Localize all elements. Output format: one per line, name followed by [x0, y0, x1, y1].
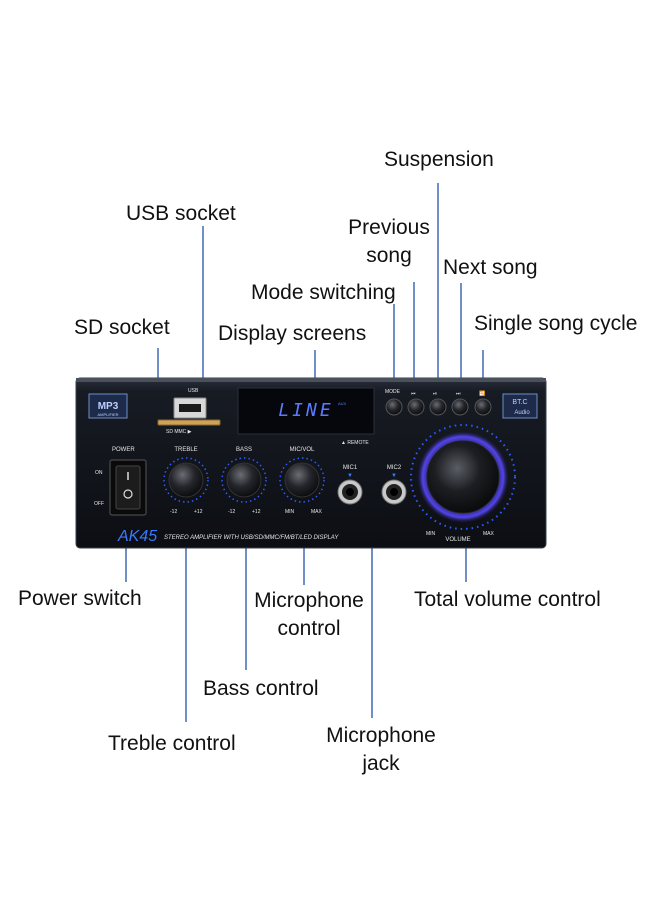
sd-label: SD MMC ▶ — [166, 429, 192, 435]
callout-suspension: Suspension — [384, 148, 494, 171]
model-label: AK45 — [117, 528, 157, 545]
callout-power-switch: Power switch — [18, 587, 142, 610]
treble-max-label: +12 — [194, 509, 203, 515]
display-aux: AUX — [338, 401, 347, 406]
micvol-label: MIC/VOL — [290, 447, 315, 453]
previous-button[interactable] — [407, 398, 425, 416]
sd-slot[interactable] — [157, 419, 221, 426]
next-button[interactable] — [451, 398, 469, 416]
mic2-jack[interactable] — [381, 479, 407, 505]
bass-min-label: -12 — [228, 509, 235, 515]
callout-total-volume-control: Total volume control — [414, 588, 601, 611]
bass-max-label: +12 — [252, 509, 261, 515]
mic1-jack[interactable] — [337, 479, 363, 505]
bt-badge-top: BT.C — [512, 399, 527, 406]
callout-microphone-jack: Microphone jack — [326, 724, 436, 775]
previous-icon: ⏮ — [411, 391, 416, 397]
on-label: ON — [95, 470, 103, 476]
mode-label: MODE — [385, 389, 401, 395]
display-text: LINE — [278, 400, 333, 421]
mic-min-label: MIN — [285, 509, 295, 515]
callout-previous-song: Previous song — [348, 216, 430, 267]
repeat-button[interactable] — [474, 398, 492, 416]
treble-min-label: -12 — [170, 509, 177, 515]
volume-min-label: MIN — [426, 531, 436, 537]
volume-max-label: MAX — [483, 531, 495, 537]
usb-label: USB — [188, 388, 199, 394]
callout-mode-switching: Mode switching — [251, 281, 396, 304]
mp3-badge-text: MP3 — [98, 401, 119, 412]
play-pause-button[interactable] — [429, 398, 447, 416]
repeat-icon: 🔁 — [479, 390, 485, 397]
callout-usb-socket: USB socket — [126, 202, 236, 225]
volume-label: VOLUME — [445, 537, 470, 543]
callout-treble-control: Treble control — [108, 732, 236, 755]
amplifier-badge-text: AMPLIFIER — [97, 412, 118, 417]
mic2-arrow-icon: ▼ — [391, 473, 397, 479]
bass-label: BASS — [236, 447, 252, 453]
play-pause-icon: ⏯ — [433, 391, 437, 397]
treble-label: TREBLE — [174, 447, 197, 453]
callout-display-screens: Display screens — [218, 322, 367, 345]
bt-audio-badge: BT.C Audio — [502, 393, 538, 419]
callout-next-song: Next song — [443, 256, 538, 279]
treble-knob[interactable] — [163, 457, 209, 503]
callout-bass-control: Bass control — [203, 677, 319, 700]
power-switch[interactable] — [109, 459, 147, 516]
callout-microphone-control: Microphone control — [254, 589, 364, 640]
mic-volume-knob[interactable] — [279, 457, 325, 503]
bt-badge-bottom: Audio — [514, 410, 530, 416]
callout-sd-socket: SD socket — [74, 316, 170, 339]
mode-button[interactable] — [385, 398, 403, 416]
mp3-badge: MP3 AMPLIFIER — [88, 393, 128, 419]
mic-max-label: MAX — [311, 509, 323, 515]
mic2-label: MIC2 — [387, 465, 402, 471]
display-screen: LINE AUX — [237, 387, 375, 435]
remote-label: ▲ REMOTE — [341, 440, 369, 446]
next-icon: ⏭ — [456, 391, 461, 397]
mic1-label: MIC1 — [343, 465, 358, 471]
button-row: ⏮ ⏯ ⏭ 🔁 — [385, 390, 492, 416]
strip-text: STEREO AMPLIFIER WITH USB/SD/MMC/FM/BT/L… — [164, 535, 339, 541]
off-label: OFF — [94, 501, 104, 507]
volume-knob[interactable] — [410, 424, 516, 530]
power-label: POWER — [112, 447, 135, 453]
mic1-arrow-icon: ▼ — [347, 473, 353, 479]
bass-knob[interactable] — [221, 457, 267, 503]
callout-single-song-cycle: Single song cycle — [474, 312, 638, 335]
usb-port[interactable] — [173, 397, 207, 419]
